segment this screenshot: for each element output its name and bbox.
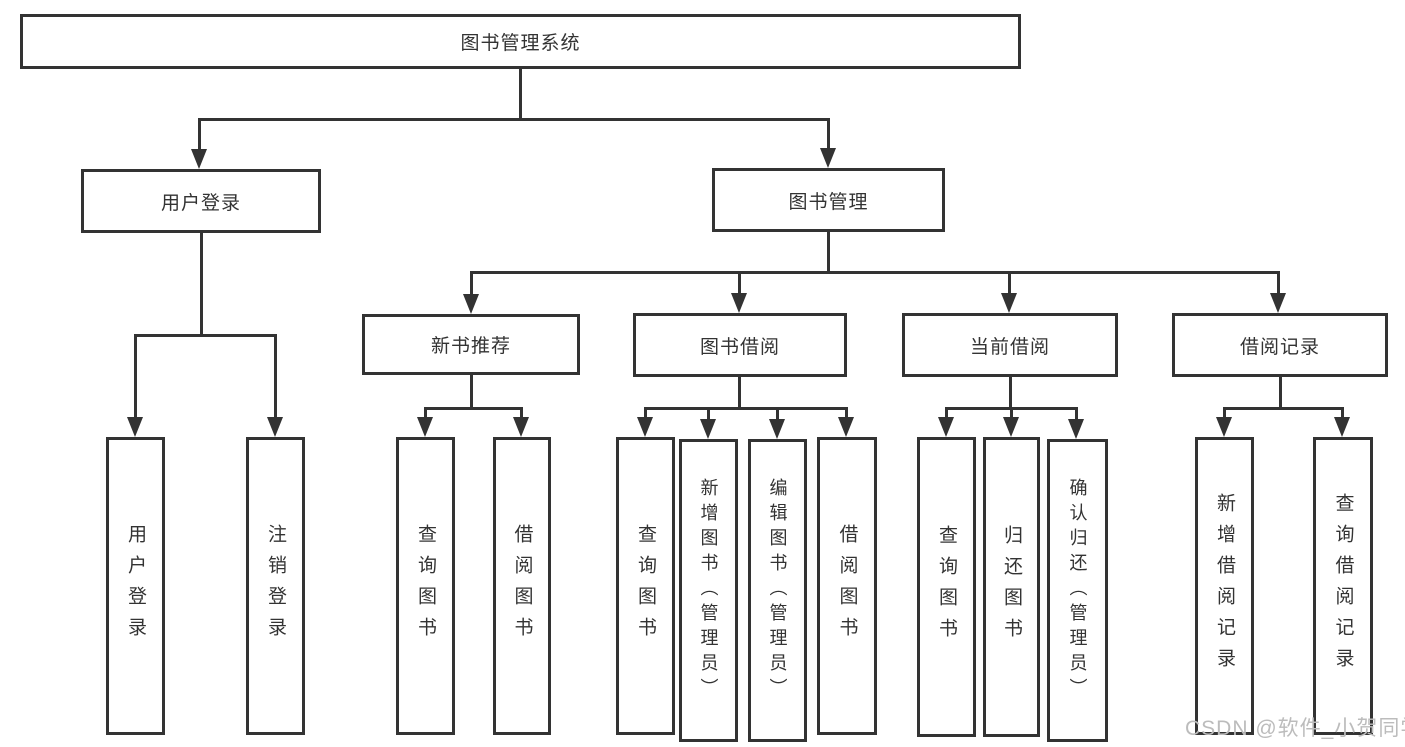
connector-line xyxy=(1075,407,1078,419)
arrow-down-icon xyxy=(731,293,747,313)
leaf-logout: 注销登录 xyxy=(246,437,305,735)
node-label: 借阅记录 xyxy=(1239,336,1320,358)
connector-line xyxy=(134,334,276,337)
node-label: 新书推荐 xyxy=(430,336,511,357)
leaf-add-borrow-record: 新增借阅记录 xyxy=(1195,437,1254,735)
leaf-label: 注销登录 xyxy=(265,524,286,648)
connector-line xyxy=(827,118,830,150)
leaf-query-books-recommend: 查询图书 xyxy=(396,437,455,735)
arrow-down-icon xyxy=(1068,419,1084,439)
connector-line xyxy=(424,407,427,419)
connector-line xyxy=(470,271,473,296)
leaf-label: 查询图书 xyxy=(635,524,656,648)
connector-line xyxy=(134,334,137,419)
arrow-down-icon xyxy=(938,417,954,437)
connector-line xyxy=(1223,407,1226,419)
connector-line xyxy=(707,407,710,419)
leaf-label: 确认归还（管理员） xyxy=(1067,478,1088,703)
leaf-confirm-return-admin: 确认归还（管理员） xyxy=(1047,439,1108,742)
leaf-label: 借阅图书 xyxy=(511,524,533,648)
leaf-query-books-current: 查询图书 xyxy=(917,437,976,737)
leaf-label: 借阅图书 xyxy=(836,524,858,648)
leaf-borrow-books-borrowing: 借阅图书 xyxy=(817,437,877,735)
connector-line xyxy=(519,69,522,120)
connector-line xyxy=(738,377,741,409)
node-label: 当前借阅 xyxy=(969,336,1050,358)
connector-line xyxy=(470,271,1280,274)
node-book-management: 图书管理 xyxy=(712,168,945,232)
leaf-label: 归还图书 xyxy=(1001,525,1022,649)
arrow-down-icon xyxy=(191,149,207,169)
connector-line xyxy=(1223,407,1344,410)
connector-line xyxy=(200,233,203,336)
arrow-down-icon xyxy=(769,419,785,439)
leaf-label: 编辑图书（管理员） xyxy=(767,478,788,703)
node-library-management-system: 图书管理系统 xyxy=(20,14,1021,69)
arrow-down-icon xyxy=(267,417,283,437)
connector-line xyxy=(470,375,473,409)
node-label: 图书管理 xyxy=(788,191,869,213)
arrow-down-icon xyxy=(1001,293,1017,313)
connector-line xyxy=(827,232,830,273)
node-label: 用户登录 xyxy=(160,192,241,214)
leaf-label: 查询借阅记录 xyxy=(1332,493,1354,679)
arrow-down-icon xyxy=(1216,417,1232,437)
leaf-user-login: 用户登录 xyxy=(106,437,165,735)
connector-line xyxy=(1008,271,1011,295)
connector-line xyxy=(945,407,948,419)
leaf-query-borrow-record: 查询借阅记录 xyxy=(1313,437,1373,735)
connector-line xyxy=(644,407,848,410)
node-label: 图书管理系统 xyxy=(460,33,581,54)
connector-line xyxy=(1341,407,1344,419)
leaf-label: 新增借阅记录 xyxy=(1214,493,1235,679)
leaf-edit-books-admin: 编辑图书（管理员） xyxy=(748,439,807,742)
leaf-return-books: 归还图书 xyxy=(983,437,1040,737)
connector-line xyxy=(1279,377,1282,409)
leaf-label: 新增图书（管理员） xyxy=(698,478,719,703)
node-label: 图书借阅 xyxy=(699,336,780,358)
watermark: CSDN @软件_小贺同学 xyxy=(1185,717,1405,740)
arrow-down-icon xyxy=(1270,293,1286,313)
connector-line xyxy=(198,118,201,151)
node-user-login: 用户登录 xyxy=(81,169,321,233)
arrow-down-icon xyxy=(1334,417,1350,437)
leaf-add-books-admin: 新增图书（管理员） xyxy=(679,439,738,742)
connector-line xyxy=(776,407,779,419)
leaf-label: 查询图书 xyxy=(936,525,957,649)
connector-line xyxy=(1277,271,1280,295)
connector-line xyxy=(424,407,523,410)
arrow-down-icon xyxy=(700,419,716,439)
connector-line xyxy=(198,118,830,121)
arrow-down-icon xyxy=(127,417,143,437)
connector-line xyxy=(845,407,848,419)
leaf-label: 查询图书 xyxy=(415,524,436,648)
arrow-down-icon xyxy=(820,148,836,168)
arrow-down-icon xyxy=(417,417,433,437)
connector-line xyxy=(1010,407,1013,419)
connector-line xyxy=(520,407,523,419)
node-borrowing-records: 借阅记录 xyxy=(1172,313,1388,377)
node-book-borrowing: 图书借阅 xyxy=(633,313,847,377)
node-new-book-recommendation: 新书推荐 xyxy=(362,314,580,375)
connector-line xyxy=(738,271,741,295)
leaf-label: 用户登录 xyxy=(125,524,146,648)
arrow-down-icon xyxy=(637,417,653,437)
arrow-down-icon xyxy=(838,417,854,437)
arrow-down-icon xyxy=(513,417,529,437)
arrow-down-icon xyxy=(1003,417,1019,437)
connector-line xyxy=(274,334,277,419)
connector-line xyxy=(644,407,647,419)
connector-line xyxy=(1009,377,1012,409)
leaf-query-books-borrowing: 查询图书 xyxy=(616,437,675,735)
arrow-down-icon xyxy=(463,294,479,314)
node-current-borrowing: 当前借阅 xyxy=(902,313,1118,377)
leaf-borrow-books-recommend: 借阅图书 xyxy=(493,437,551,735)
